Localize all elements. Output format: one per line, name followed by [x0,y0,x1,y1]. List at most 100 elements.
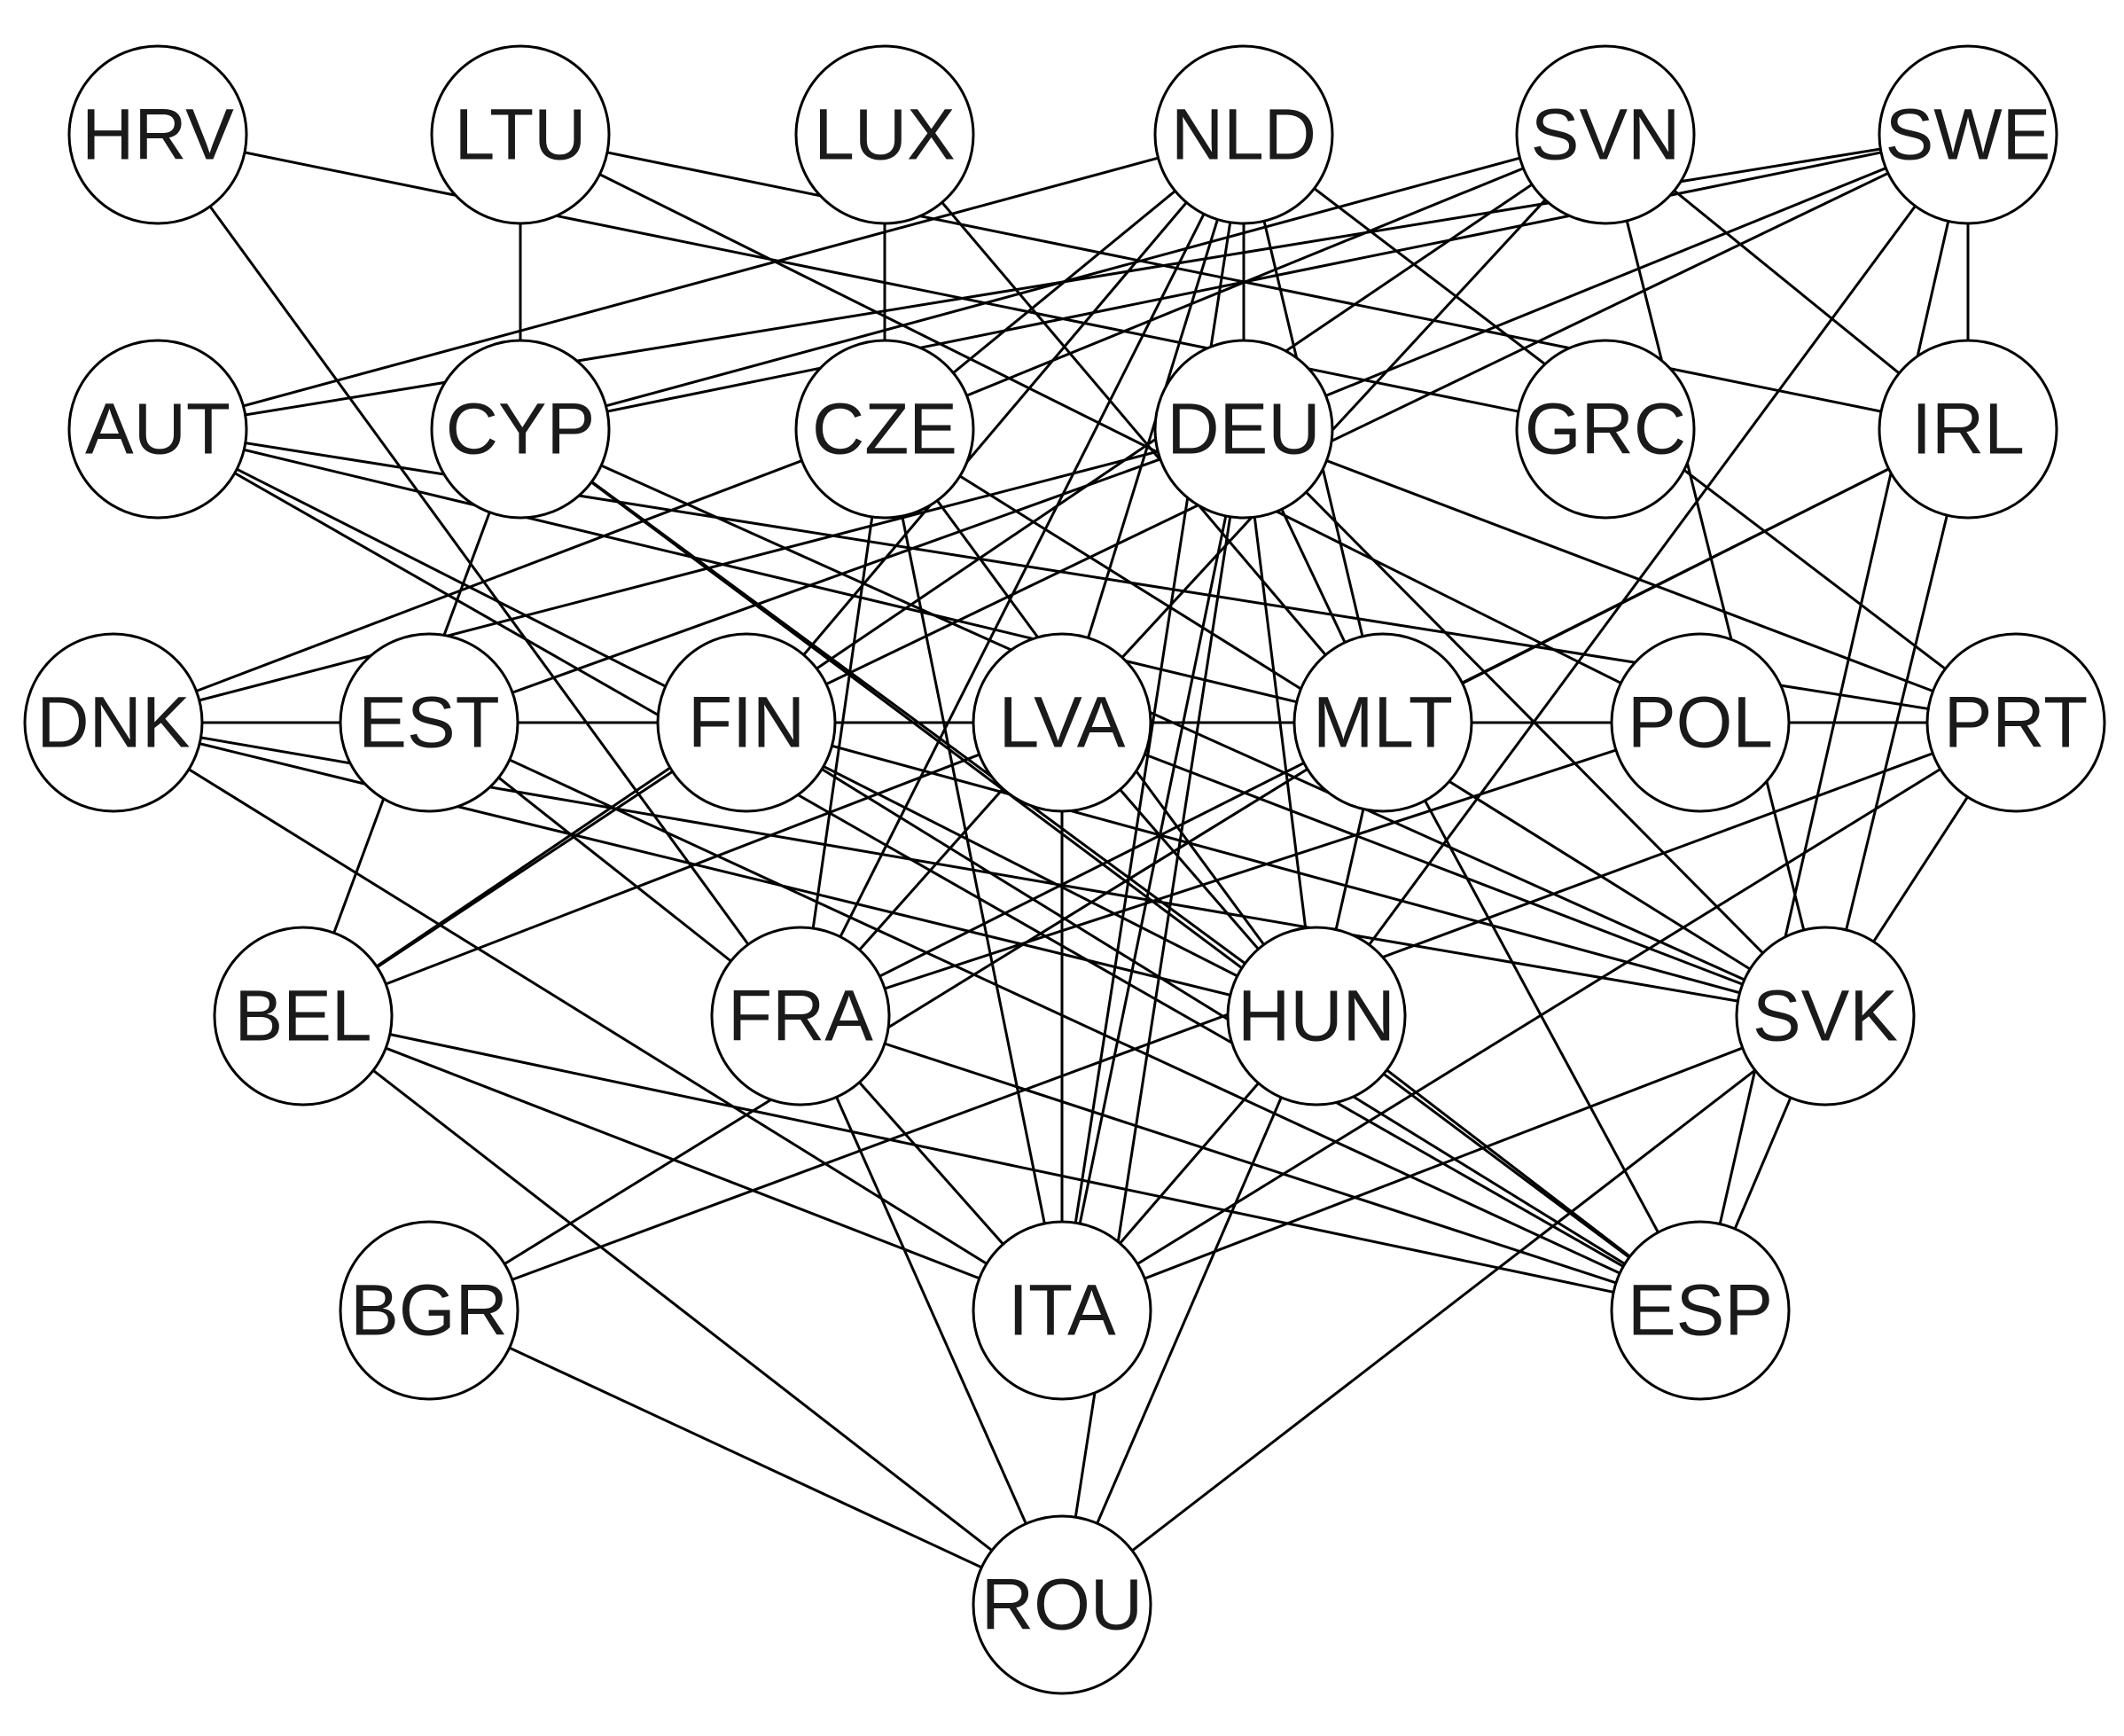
edge-fin-svk [746,721,1826,1018]
node-circle [339,632,519,813]
edge-swe-fin [746,133,1969,724]
edge-prt-ita [1061,721,2017,1312]
node-circle [23,632,204,813]
node-label: CYP [446,389,596,470]
edge-cze-dnk [113,427,886,724]
node-label: BEL [235,976,372,1057]
node-circle [1925,632,2106,813]
node-prt: PRT [1925,632,2106,813]
edge-est-esp [428,721,1701,1312]
node-irl: IRL [1878,339,2058,520]
node-label: SVN [1531,95,1681,176]
node-aut: AUT [67,339,248,520]
edge-nld-aut [157,133,1245,431]
edge-cyp-esp [519,427,1701,1312]
edge-deu-dnk [113,427,1245,724]
node-label: DEU [1167,389,1320,470]
node-dnk: DNK [23,632,204,813]
node-label: LUX [814,95,956,176]
edge-svn-bel [302,133,1606,1018]
node-fin: FIN [656,632,837,813]
node-est: EST [339,632,519,813]
node-hrv: HRV [67,44,248,225]
node-fra: FRA [710,926,891,1107]
node-grc: GRC [1515,339,1696,520]
node-circle [1153,44,1334,225]
edge-bel-esp [302,1014,1701,1312]
edge-fra-rou [799,1015,1064,1606]
node-circle [1292,632,1473,813]
edge-mlt-bgr [428,721,1384,1312]
node-circle [1515,339,1696,520]
node-rou: ROU [972,1514,1152,1695]
edge-lux-mlt [883,134,1385,723]
edge-fra-esp [800,1014,1701,1312]
node-circle [1878,339,2058,520]
node-label: ITA [1008,1271,1116,1351]
edge-nld-fra [799,134,1246,1017]
node-hun: HUN [1226,926,1407,1107]
node-bgr: BGR [339,1220,519,1401]
node-svn: SVN [1515,44,1696,225]
node-cyp: CYP [430,339,611,520]
node-label: POL [1628,683,1773,763]
node-circle [794,339,975,520]
edge-prt-bgr [428,721,2017,1312]
node-ltu: LTU [430,44,611,225]
edge-swe-deu [1243,133,1969,431]
edge-swe-hun [1315,134,1970,1017]
node-circle [67,44,248,225]
node-cze: CZE [794,339,975,520]
node-circle [1515,44,1696,225]
node-circle [1610,632,1791,813]
edge-bel-ita [302,1014,1063,1312]
node-label: ROU [981,1565,1143,1646]
node-pol: POL [1610,632,1791,813]
edge-nld-fin [745,134,1246,723]
node-circle [67,339,248,520]
edge-svk-ita [1061,1014,1826,1312]
edge-hrv-fra [156,134,802,1017]
node-swe: SWE [1878,44,2058,225]
edge-swe-aut [157,133,1969,431]
node-label: HRV [82,95,234,176]
node-label: HUN [1238,976,1395,1057]
node-circle [430,339,611,520]
node-layer: HRV LTU LUX NLD SVN SWE AUT CYP CZE DEU GRC IRL DNK E… [23,44,2106,1695]
node-label: BGR [350,1271,508,1351]
node-label: GRC [1525,389,1686,470]
edge-svk-rou [1061,1014,1826,1607]
node-circle [656,632,837,813]
node-label: SWE [1886,95,2051,176]
node-label: SVK [1753,976,1898,1057]
edge-bel-rou [302,1014,1063,1607]
node-label: NLD [1171,95,1316,176]
node-label: FRA [728,976,873,1057]
node-circle [1735,926,1916,1107]
edge-swe-cyp [519,133,1969,431]
edge-svn-svk [1604,134,1827,1017]
edge-nld-lva [1060,134,1246,723]
node-circle [972,632,1152,813]
node-circle [1878,44,2058,225]
edge-ltu-pol [519,133,1701,724]
node-label: MLT [1313,683,1453,763]
node-mlt: MLT [1292,632,1473,813]
node-circle [1226,926,1407,1107]
node-label: DNK [36,683,190,763]
node-lva: LVA [972,632,1152,813]
node-circle [972,1220,1152,1401]
edge-svn-lva [1060,133,1607,724]
node-label: ESP [1628,1271,1773,1351]
node-label: EST [358,683,499,763]
edge-bgr-rou [428,1309,1063,1607]
edge-deu-est [428,427,1245,724]
edge-pol-fra [800,721,1701,1018]
node-lux: LUX [794,44,975,225]
node-circle [972,1514,1152,1695]
node-circle [213,926,394,1107]
node-label: CZE [812,389,957,470]
node-label: PRT [1944,683,2089,763]
edge-aut-esp [157,427,1701,1312]
